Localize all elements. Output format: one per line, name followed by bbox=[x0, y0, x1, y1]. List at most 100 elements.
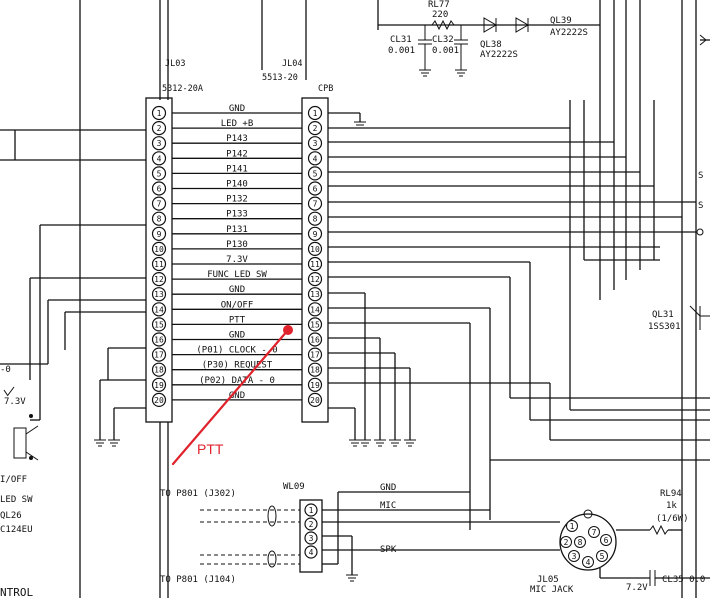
resistor-rl94 bbox=[649, 524, 669, 536]
signal-label: P133 bbox=[226, 210, 248, 220]
pin-number: 6 bbox=[157, 185, 162, 194]
pin-number: 8 bbox=[313, 215, 318, 224]
jl04-pin bbox=[307, 105, 323, 121]
spk-wire-label: SPK bbox=[380, 545, 397, 555]
right-fanout-wires: S S QL31 1SS301 bbox=[328, 100, 710, 530]
jl04-pin bbox=[307, 166, 323, 181]
jl03-pin bbox=[151, 226, 167, 241]
jack-pin-number: 6 bbox=[604, 536, 609, 545]
gnd-wire-label: GND bbox=[380, 483, 396, 493]
pin-number: 15 bbox=[310, 320, 320, 329]
jl04-pin bbox=[307, 226, 323, 241]
jl04-pin bbox=[307, 362, 323, 377]
switch-s1-label: S bbox=[698, 171, 703, 181]
jack-pin bbox=[560, 536, 572, 548]
rl94-watt: (1/6W) bbox=[656, 514, 689, 524]
jl04-pin bbox=[307, 121, 323, 136]
jl03-pin bbox=[151, 256, 167, 272]
pin-number: 18 bbox=[154, 366, 164, 375]
pin-number: 2 bbox=[313, 124, 318, 133]
jl04-pin bbox=[307, 347, 323, 362]
pin-number: 11 bbox=[154, 260, 164, 269]
pin-number: 7 bbox=[157, 200, 162, 209]
cl31-label: CL31 bbox=[390, 35, 412, 45]
jl04-pin bbox=[307, 181, 323, 196]
top-components: RL77 220 QL39 AY2222S QL38 AY2222S CL31 … bbox=[378, 0, 710, 598]
jl04-pin bbox=[307, 392, 323, 407]
pin-number: 16 bbox=[310, 336, 320, 345]
jl04-pin bbox=[307, 332, 323, 347]
wl09-pin bbox=[304, 545, 318, 559]
wl09-pin bbox=[304, 503, 318, 517]
left-7v3-label: 7.3V bbox=[4, 397, 26, 407]
jl03-pin bbox=[151, 272, 167, 287]
signal-label: (P02) DATA - 0 bbox=[199, 376, 275, 386]
jl03-pin bbox=[151, 332, 167, 347]
jack-pin bbox=[582, 556, 594, 568]
left-fanout-wires: -0 7.3V I/OFF LED SW QL26 C124EU NTROL bbox=[0, 129, 146, 598]
signal-label: (P30) REQUEST bbox=[202, 361, 273, 371]
jl03-pin bbox=[151, 136, 167, 151]
jack-pin-number: 1 bbox=[570, 522, 575, 531]
ql26-part: C124EU bbox=[0, 525, 33, 535]
jack-pin bbox=[600, 534, 612, 546]
jack-pin bbox=[596, 550, 608, 562]
jl04-pin bbox=[307, 287, 323, 302]
ptt-annotation-dot bbox=[283, 325, 293, 335]
pin-number: 5 bbox=[313, 169, 318, 178]
diode-ql31-icon bbox=[689, 305, 710, 330]
ptt-annotation-label: PTT bbox=[197, 441, 224, 457]
ql39-part: AY2222S bbox=[550, 28, 588, 38]
pin-number: 4 bbox=[313, 154, 318, 163]
ql31-part: 1SS301 bbox=[648, 322, 681, 332]
pin-number: 15 bbox=[154, 320, 164, 329]
wl09-pin-number: 2 bbox=[309, 520, 314, 529]
jl03-pin bbox=[151, 317, 167, 332]
jl04-pin bbox=[307, 211, 323, 226]
signal-label: P130 bbox=[226, 240, 248, 250]
cl35-label: CL35 0.0 bbox=[662, 575, 705, 585]
signal-label: LED +B bbox=[221, 119, 254, 129]
jl03-pin bbox=[151, 392, 167, 407]
bottom-wires: GND MIC SPK bbox=[200, 483, 560, 582]
transistor-ql26-icon bbox=[13, 414, 39, 461]
switch-s1b-label: S bbox=[698, 201, 703, 211]
jl03-pin bbox=[151, 105, 167, 121]
signal-label: P132 bbox=[226, 195, 248, 205]
pin-number: 19 bbox=[310, 381, 320, 390]
pin-number: 7 bbox=[313, 200, 318, 209]
signal-label: P140 bbox=[226, 180, 248, 190]
mic-jack-label: MIC JACK bbox=[530, 585, 574, 595]
onoff-label: I/OFF bbox=[0, 475, 27, 485]
to-p801-j104-label: TO P801 (J104) bbox=[160, 575, 236, 585]
jl04-part: 5513-20 bbox=[262, 73, 298, 83]
jl04-pin bbox=[307, 272, 323, 287]
jl03-pin bbox=[151, 151, 167, 166]
connector-jl03: JL03 5312-20A bbox=[145, 59, 203, 423]
pin-number: 20 bbox=[310, 396, 320, 405]
wl09-pin-number: 4 bbox=[309, 548, 314, 557]
pin-number: 18 bbox=[310, 366, 320, 375]
pin-number: 13 bbox=[154, 290, 164, 299]
ql38-part: AY2222S bbox=[480, 50, 518, 60]
jack-pin-number: 8 bbox=[578, 538, 583, 547]
rl77-value: 220 bbox=[432, 10, 448, 20]
jl03-pin bbox=[151, 302, 167, 317]
ptt-annotation-arrow bbox=[171, 328, 290, 466]
pin-number: 6 bbox=[313, 185, 318, 194]
signal-label: (P01) CLOCK - 0 bbox=[196, 346, 277, 356]
jl04-ref: JL04 bbox=[282, 59, 302, 69]
ptt-annotation: PTT bbox=[171, 325, 293, 466]
connector-jl04: JL04 5513-20 CPB bbox=[262, 59, 333, 423]
jl04-pin bbox=[307, 256, 323, 272]
wl09-pin bbox=[304, 517, 318, 531]
jl04-pin bbox=[307, 317, 323, 332]
pin-number: 12 bbox=[310, 275, 320, 284]
pin-number: 5 bbox=[157, 169, 162, 178]
jl03-pin bbox=[151, 241, 167, 256]
jl03-pin bbox=[151, 211, 167, 226]
signal-label: P131 bbox=[226, 225, 248, 235]
wl09-pin-number: 1 bbox=[309, 506, 314, 515]
